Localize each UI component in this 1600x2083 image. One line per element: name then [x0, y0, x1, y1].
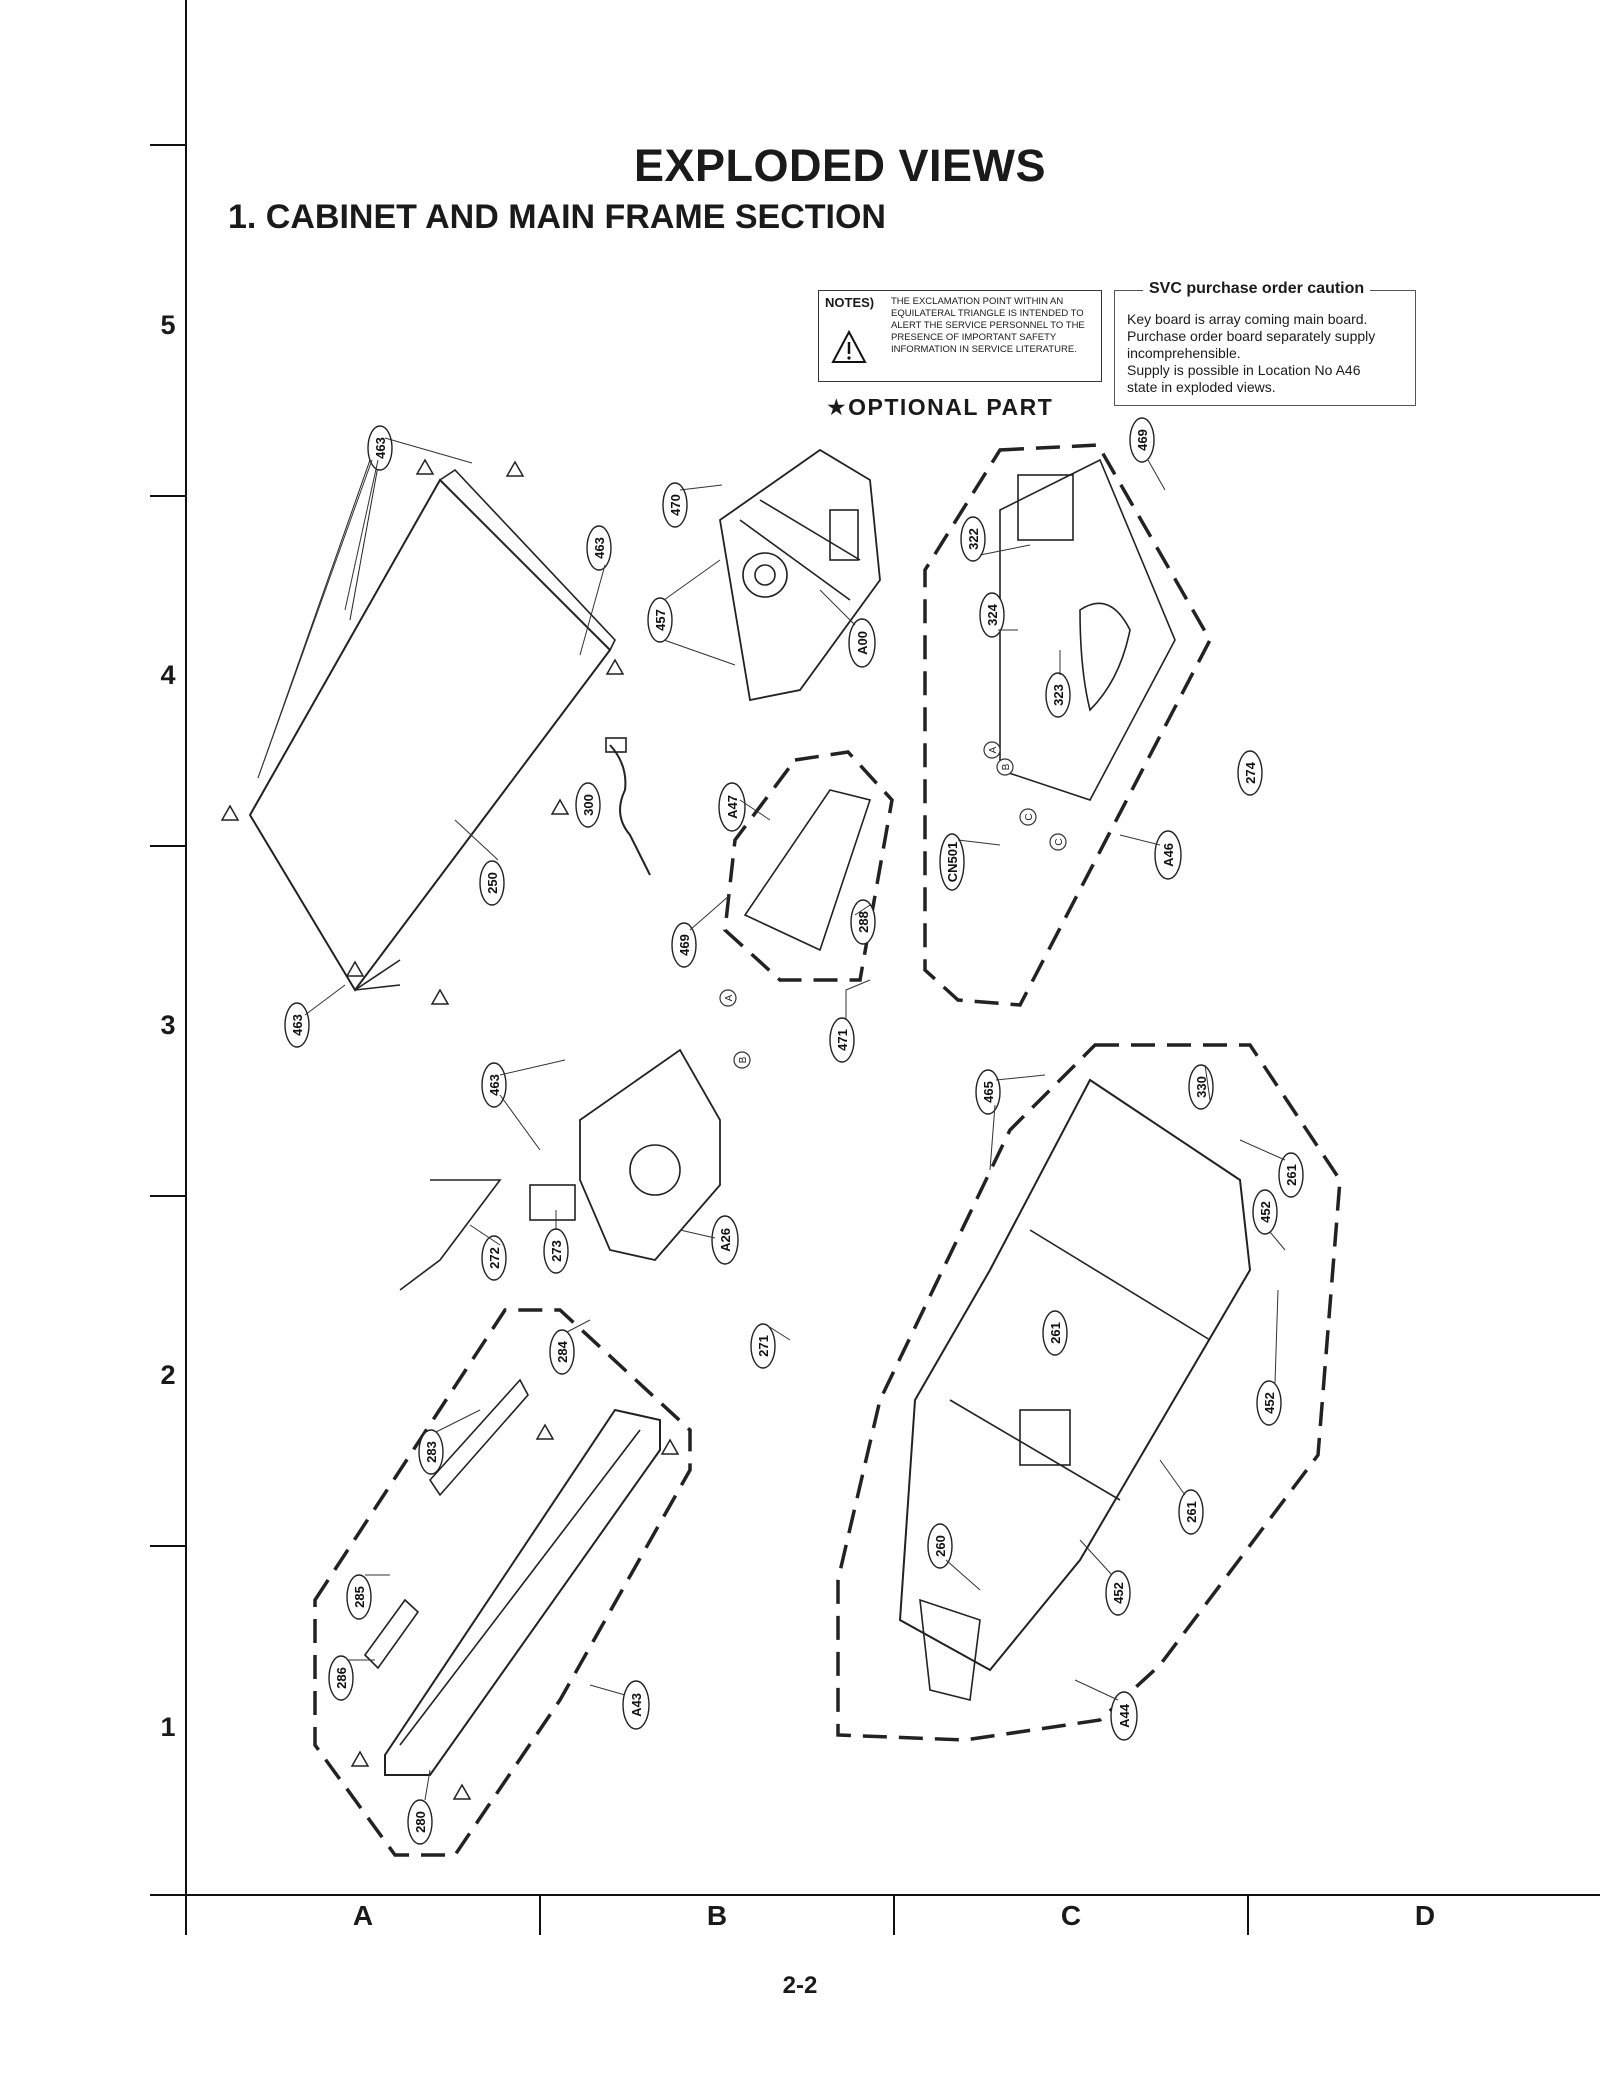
- part-label: 452: [1111, 1582, 1126, 1604]
- part-label: 261: [1048, 1322, 1063, 1344]
- main-board-pcb: [999, 458, 1176, 801]
- page-title: EXPLODED VIEWS: [633, 140, 1047, 191]
- notes-heading: NOTES): [825, 295, 875, 310]
- part-label: 280: [413, 1811, 428, 1833]
- svc-body: Key board is array coming main board. Pu…: [1127, 311, 1409, 396]
- front-panel-body: [384, 1408, 661, 1776]
- part-label: 261: [1284, 1164, 1299, 1186]
- part-label: A00: [855, 631, 870, 655]
- part-label: 288: [856, 911, 871, 933]
- warning-triangle-icon: [350, 1750, 370, 1767]
- column-label-d: D: [1414, 1900, 1436, 1931]
- page-number: 2-2: [782, 1972, 818, 1999]
- part-label: 323: [1051, 684, 1066, 706]
- part-label: 452: [1258, 1201, 1273, 1223]
- column-label-c: C: [1060, 1900, 1082, 1931]
- part-label: 469: [677, 934, 692, 956]
- part-label: 272: [487, 1247, 502, 1269]
- column-label-a: A: [352, 1900, 374, 1931]
- warning-triangle-icon: [415, 458, 435, 475]
- power-cord: [609, 744, 651, 876]
- part-label: 250: [485, 872, 500, 894]
- warning-triangle-icon: [831, 329, 867, 363]
- row-label-2: 2: [160, 1360, 176, 1390]
- svc-line: Supply is possible in Location No A46: [1127, 362, 1361, 378]
- loader-assembly: [399, 1048, 721, 1291]
- warning-triangle-icon: [430, 988, 450, 1005]
- connector-marker: C: [1024, 813, 1035, 820]
- part-label: CN501: [945, 842, 960, 882]
- part-label: 260: [933, 1535, 948, 1557]
- row-label-1: 1: [160, 1712, 176, 1742]
- top-cover-edge: [354, 984, 401, 991]
- connector-marker: A: [988, 746, 999, 753]
- top-cover-fold: [439, 468, 616, 651]
- part-label: 469: [1135, 429, 1150, 451]
- part-label: 286: [334, 1667, 349, 1689]
- part-label: A47: [725, 795, 740, 819]
- main-frame-boundary: [836, 1043, 1342, 1742]
- warning-triangle-icon: [660, 1438, 680, 1455]
- warning-triangle-icon: [605, 658, 625, 675]
- part-label: 330: [1194, 1076, 1209, 1098]
- part-label: 463: [373, 437, 388, 459]
- connector-marker: B: [1001, 763, 1012, 770]
- part-label: 283: [424, 1441, 439, 1463]
- svc-caution-box: SVC purchase order caution Key board is …: [1114, 280, 1416, 406]
- part-label: 300: [581, 794, 596, 816]
- part-label: 274: [1243, 761, 1258, 783]
- svc-line: Key board is array coming main board.: [1127, 311, 1368, 327]
- main-board-boundary: [923, 443, 1212, 1007]
- deck-mechanism: [719, 448, 881, 702]
- front-panel-boundary: [313, 1308, 692, 1857]
- warning-triangle-icon: [505, 460, 525, 477]
- warning-triangle-icon: [535, 1423, 555, 1440]
- part-label: 452: [1262, 1392, 1277, 1414]
- part-label: 470: [668, 494, 683, 516]
- safety-notes-box: NOTES) The exclamation point within an e…: [818, 290, 1102, 382]
- part-label: A46: [1161, 843, 1176, 867]
- section-title: 1. CABINET AND MAIN FRAME SECTION: [228, 198, 886, 236]
- part-label: 324: [985, 603, 1000, 625]
- part-label: 285: [352, 1586, 367, 1608]
- row-label-3: 3: [160, 1010, 176, 1040]
- part-label: 463: [487, 1074, 502, 1096]
- svc-line: incomprehensible.: [1127, 345, 1241, 361]
- part-label: 273: [549, 1240, 564, 1262]
- part-label: 457: [653, 609, 668, 631]
- part-label: A26: [718, 1228, 733, 1252]
- part-label: 284: [555, 1340, 570, 1362]
- connector-marker: A: [724, 994, 735, 1001]
- row-label-4: 4: [160, 660, 176, 690]
- part-label: A44: [1117, 1703, 1132, 1728]
- part-label: 271: [756, 1335, 771, 1357]
- optional-part-legend: ★OPTIONAL PART: [826, 394, 1054, 420]
- part-label: 465: [981, 1081, 996, 1103]
- warning-triangle-icon: [345, 960, 365, 977]
- part-label: 463: [592, 537, 607, 559]
- warning-triangle-icon: [550, 798, 570, 815]
- key-board-pcb: [743, 789, 872, 952]
- svc-line: state in exploded views.: [1127, 379, 1276, 395]
- warning-triangle-icon: [220, 804, 240, 821]
- notes-text: The exclamation point within an equilate…: [891, 296, 1085, 355]
- part-label: 322: [966, 528, 981, 550]
- part-label: 261: [1184, 1501, 1199, 1523]
- connector-marker: B: [738, 1056, 749, 1063]
- part-label: 463: [290, 1014, 305, 1036]
- warning-triangle-icon: [452, 1783, 472, 1800]
- svc-heading: SVC purchase order caution: [1143, 280, 1371, 298]
- connector-marker: C: [1054, 838, 1065, 845]
- top-cover-outline: [248, 478, 612, 992]
- part-label: 471: [835, 1029, 850, 1051]
- part-label: A43: [629, 1693, 644, 1717]
- main-frame-chassis: [898, 1078, 1252, 1672]
- svc-line: Purchase order board separately supply: [1127, 328, 1376, 344]
- column-label-b: B: [706, 1900, 728, 1931]
- row-label-5: 5: [160, 310, 176, 340]
- key-board-boundary: [723, 750, 894, 982]
